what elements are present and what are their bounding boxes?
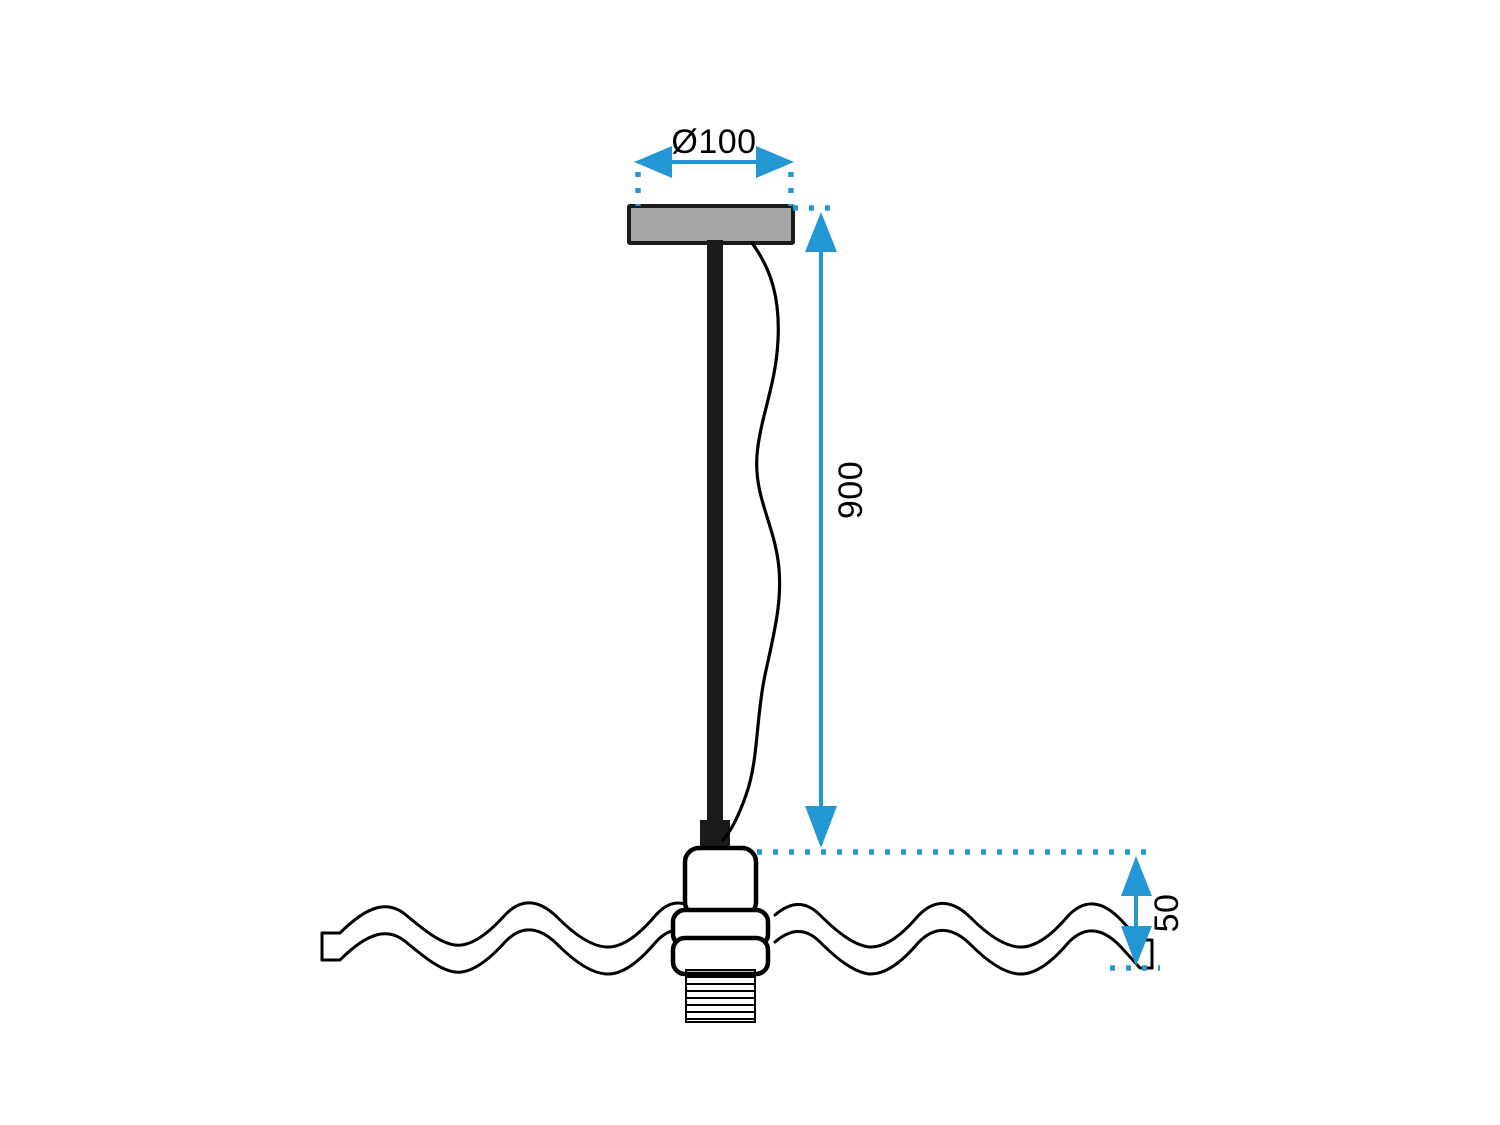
arrow-head-right: [756, 146, 794, 178]
threaded-lamp-holder: [685, 969, 756, 1023]
arrow-head-left: [634, 146, 672, 178]
arrow-head-up: [805, 212, 837, 252]
suspension-rod: [700, 240, 730, 848]
socket-ring-lower: [670, 935, 771, 977]
socket-upper-cap: [682, 845, 759, 919]
arrow-head-up-50: [1121, 856, 1152, 896]
ceiling-canopy-plate: [627, 204, 795, 245]
arrow-head-down: [805, 806, 837, 848]
ceiling-break-line: [320, 901, 1154, 976]
dimension-diameter-100: Ø100: [634, 123, 794, 206]
dimension-socket-50: 50: [1110, 856, 1186, 971]
lamp-socket-assembly: [670, 845, 771, 1023]
power-cable: [721, 241, 782, 842]
dimension-drop-900: 900: [757, 205, 1150, 855]
dimension-label-socket: 50: [1148, 894, 1186, 933]
dimension-label-diameter: Ø100: [671, 123, 756, 161]
arrow-head-down-50: [1121, 926, 1152, 966]
dimension-label-drop: 900: [832, 461, 870, 519]
